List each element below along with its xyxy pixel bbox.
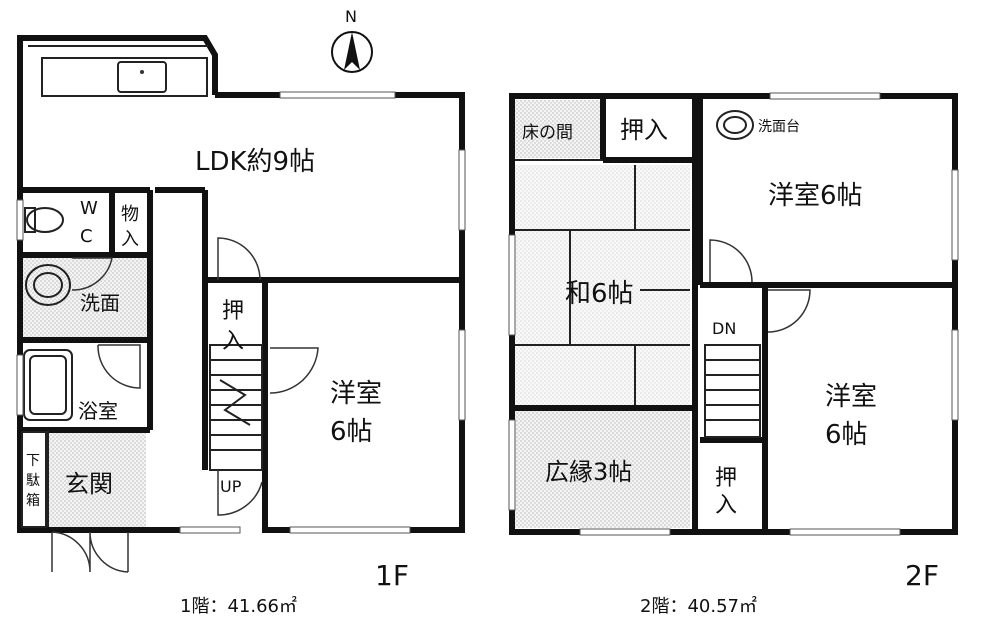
door-bathroom <box>97 344 141 389</box>
door-western-b <box>767 289 811 333</box>
label-stairs-up: UP <box>220 477 242 496</box>
label-storage-2: 入 <box>121 229 139 250</box>
label-ldk: LDK約9帖 <box>195 147 315 177</box>
label-closet-2f-2: 入 <box>715 493 737 518</box>
label-area-2: 2階：40.57㎡ <box>640 595 757 617</box>
label-western-b-2: 6帖 <box>825 420 868 450</box>
bathtub-icon <box>23 349 73 421</box>
label-closet-1f-1: 押 <box>222 299 244 324</box>
label-bathroom: 浴室 <box>78 399 118 423</box>
door-entrance <box>51 531 129 573</box>
label-shoebox-1: 下 <box>26 453 40 469</box>
label-western-1f-2: 6帖 <box>330 417 373 447</box>
toilet-icon <box>26 207 64 233</box>
japanese-room-floor <box>515 165 690 407</box>
label-entrance: 玄関 <box>65 470 113 498</box>
label-area-1: 1階：41.66㎡ <box>180 595 297 617</box>
label-tokonoma: 床の間 <box>522 123 573 143</box>
label-western-a: 洋室6帖 <box>768 181 863 211</box>
label-western-1f-1: 洋室 <box>330 379 382 409</box>
floor-1-plan: LDK約9帖 W C 物 入 洗面 浴室 押 入 洋室 6帖 下 駄 箱 玄関 … <box>16 35 466 617</box>
tokonoma-floor <box>515 100 600 158</box>
label-storage-1: 物 <box>121 204 139 225</box>
label-wc-w: W <box>80 198 98 219</box>
label-washroom: 洗面 <box>80 291 120 315</box>
label-closet-top: 押入 <box>620 116 668 144</box>
entrance-floor <box>48 432 146 527</box>
label-closet-1f-2: 入 <box>222 329 244 354</box>
stairs-2f <box>704 344 761 438</box>
door-hall <box>217 470 263 516</box>
kitchen-bumpout-wall <box>17 35 218 95</box>
kitchen-sink <box>117 61 167 93</box>
label-veranda: 広縁3帖 <box>545 458 632 486</box>
washroom-floor <box>20 258 147 340</box>
label-closet-2f-1: 押 <box>715 466 737 491</box>
label-stairs-dn: DN <box>712 319 736 338</box>
label-western-b-1: 洋室 <box>825 382 877 412</box>
compass-icon: N <box>331 7 373 73</box>
door-closet-1f <box>217 237 261 281</box>
door-western-a <box>709 239 753 283</box>
label-shoebox-3: 箱 <box>26 493 40 509</box>
label-shoebox-2: 駄 <box>26 473 40 489</box>
washbasin-icon <box>25 264 71 306</box>
kitchen-counter <box>41 57 208 97</box>
door-western-1f <box>269 347 319 394</box>
label-floor-2: 2F <box>905 559 939 592</box>
label-washstand: 洗面台 <box>758 119 800 135</box>
stairs-1f <box>209 344 263 471</box>
compass-north-label: N <box>345 7 357 26</box>
veranda-floor <box>515 410 690 528</box>
washstand-icon <box>716 110 754 140</box>
label-japanese: 和6帖 <box>565 279 634 309</box>
door-washroom <box>71 257 113 291</box>
label-wc-c: C <box>80 226 93 247</box>
floor-2-plan: 床の間 押入 洗面台 洋室6帖 和6帖 DN 洋室 6帖 広縁3帖 押 入 2F… <box>508 92 959 617</box>
label-floor-1: 1F <box>375 559 409 592</box>
